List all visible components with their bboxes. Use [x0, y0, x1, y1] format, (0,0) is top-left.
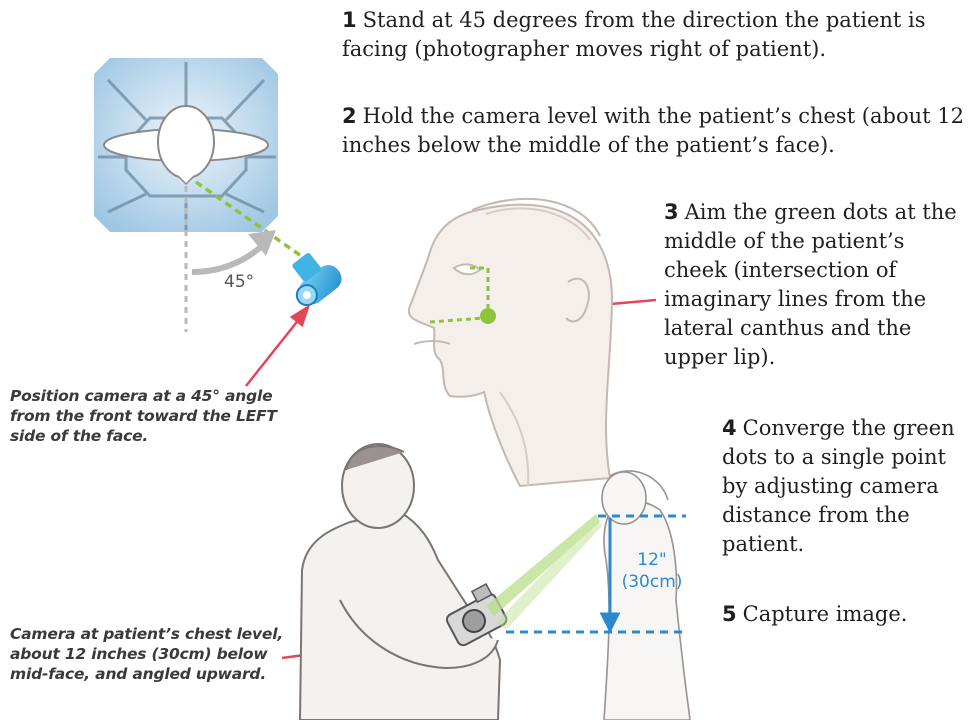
- small-patient-illustration: [602, 471, 690, 720]
- camera-overhead-icon: [279, 244, 347, 311]
- caption-camera-level: Camera at patient’s chest level, about 1…: [10, 624, 302, 684]
- step-1-text: Stand at 45 degrees from the direction t…: [342, 8, 926, 61]
- step-3-number: 3: [664, 200, 679, 224]
- step-5-text: Capture image.: [743, 602, 908, 626]
- overhead-head: [158, 106, 214, 178]
- step-3-text: Aim the green dots at the middle of the …: [664, 200, 957, 369]
- caption-camera-angle: Position camera at a 45° angle from the …: [10, 386, 300, 446]
- patient-head-illustration: [409, 199, 612, 486]
- photographer-illustration: [300, 444, 500, 720]
- step-4-number: 4: [722, 416, 737, 440]
- cheek-target-dot: [480, 308, 496, 324]
- arrow-to-camera-icon: [246, 318, 300, 386]
- step-2-text: Hold the camera level with the patient’s…: [342, 104, 964, 157]
- height-inches-label: 12": [624, 550, 680, 570]
- step-4-text: Converge the green dots to a single poin…: [722, 416, 955, 556]
- overhead-view: [94, 58, 278, 232]
- height-cm-label: (30cm): [614, 572, 690, 592]
- step-1-number: 1: [342, 8, 357, 32]
- angle-arc-arrow: [192, 246, 262, 272]
- step-5-number: 5: [722, 602, 737, 626]
- angle-label: 45°: [224, 272, 254, 292]
- step-2-number: 2: [342, 104, 357, 128]
